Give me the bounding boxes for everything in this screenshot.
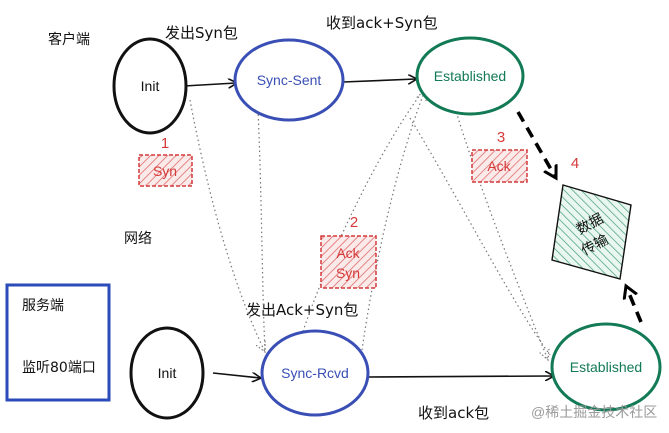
watermark: @稀土掘金技术社区: [531, 404, 657, 420]
state-arrows: [183, 79, 553, 378]
packet-syn-label: Syn: [153, 163, 177, 179]
node-client-init-label: Init: [141, 78, 160, 94]
syn-path: [189, 99, 265, 352]
packet-ack-number: 3: [497, 129, 505, 146]
send-syn-label: 发出Syn包: [165, 24, 238, 42]
data-arrows: [516, 111, 643, 323]
arrow-syncrcvd-to-established: [365, 376, 553, 377]
packet-paths: [189, 90, 551, 360]
packet-syn: 1 Syn: [138, 135, 193, 187]
arrow-syncsent-to-established: [342, 79, 416, 82]
node-client-init: Init: [112, 37, 188, 135]
send-ack-syn-label: 发出Ack+Syn包: [246, 301, 358, 319]
packet-ack-syn-line2: Syn: [336, 265, 360, 281]
server-title: 服务端: [22, 298, 64, 314]
ack-syn-path-b: [299, 94, 421, 341]
packet-ack-label: Ack: [487, 158, 511, 174]
node-sync-rcvd-label: Sync-Rcvd: [281, 365, 349, 381]
server-port-label: 监听80端口: [22, 360, 96, 376]
data-transfer: 4 数据 传输: [551, 155, 632, 280]
node-server-init-label: Init: [158, 365, 177, 381]
network-label: 网络: [124, 231, 152, 247]
arrow-established-server-to-data: [626, 286, 643, 323]
packet-ack-syn-line1: Ack: [336, 245, 360, 261]
packet-ack-syn: 2 Ack Syn: [320, 214, 377, 289]
ack-syn-path: [361, 90, 425, 351]
recv-ack-syn-label: 收到ack+Syn包: [326, 14, 438, 32]
packet-ack: 3 Ack: [471, 129, 528, 183]
server-box: 服务端 监听80端口: [5, 283, 111, 402]
data-transfer-number: 4: [571, 155, 579, 172]
node-server-init: Init: [129, 326, 205, 420]
arrow-established-to-data: [516, 111, 556, 178]
node-sync-rcvd: Sync-Rcvd: [260, 329, 370, 417]
recv-ack-label: 收到ack包: [418, 404, 489, 422]
node-established-server: Established: [550, 322, 662, 412]
node-sync-sent: Sync-Sent: [233, 38, 345, 122]
client-label: 客户端: [48, 31, 90, 48]
arrow-init-to-syncsent: [183, 83, 236, 86]
node-established-client: Established: [415, 36, 525, 116]
node-established-client-label: Established: [434, 68, 506, 84]
arrow-init-to-syncrcvd: [212, 373, 260, 378]
syn-path-b: [257, 109, 266, 351]
node-established-server-label: Established: [570, 359, 642, 375]
packet-syn-number: 1: [161, 135, 169, 152]
ack-path-b: [409, 117, 551, 356]
packet-ack-syn-number: 2: [350, 214, 358, 231]
node-sync-sent-label: Sync-Sent: [257, 72, 322, 88]
